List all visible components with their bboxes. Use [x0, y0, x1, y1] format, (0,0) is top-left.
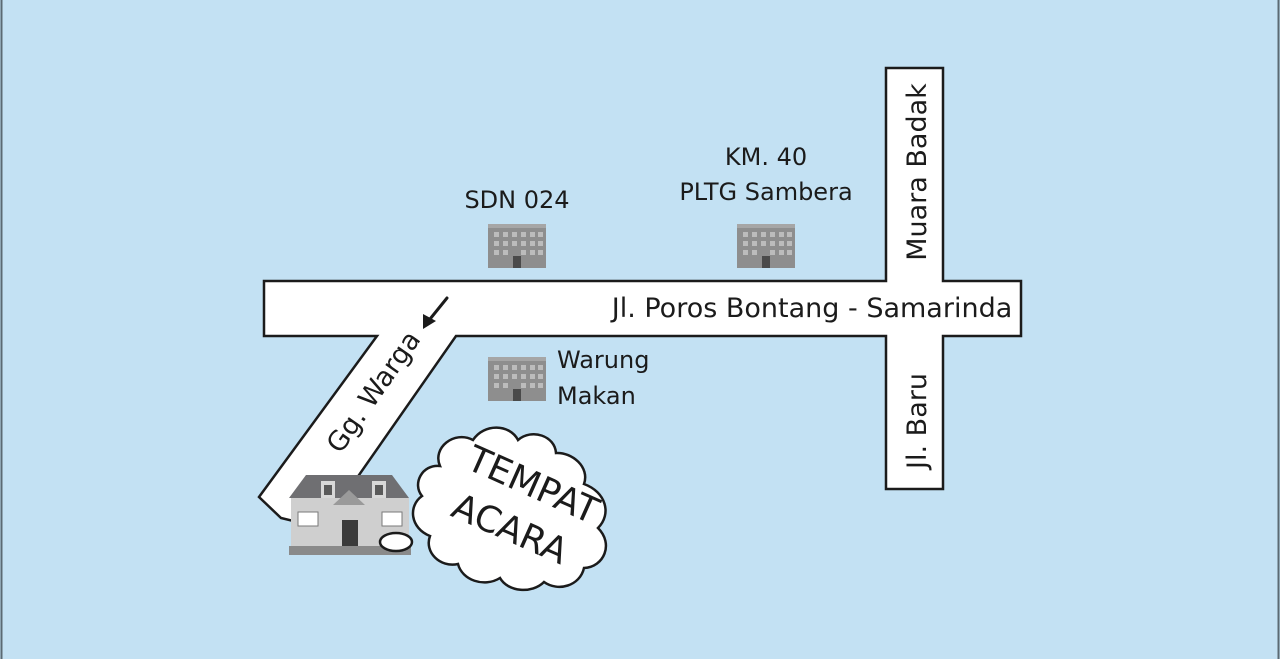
south-road-label: Jl. Baru — [902, 373, 933, 471]
cloud-shape — [411, 426, 608, 591]
road-network — [257, 66, 1023, 530]
direction-arrow-icon — [423, 296, 449, 329]
building-icon — [488, 224, 546, 268]
venue-callout: TEMPAT ACARA — [378, 426, 608, 591]
building-icon — [488, 357, 546, 401]
food-stall-label-line1: Warung — [557, 346, 649, 374]
house-icon — [289, 475, 411, 555]
main-road-label: Jl. Poros Bontang - Samarinda — [610, 293, 1013, 324]
building-icon — [737, 224, 795, 268]
power-plant-label-km: KM. 40 — [725, 143, 807, 171]
school-label: SDN 024 — [464, 186, 569, 214]
north-road-label: Muara Badak — [902, 83, 933, 261]
road-outline — [257, 66, 1023, 530]
food-stall-label-line2: Makan — [557, 382, 636, 410]
power-plant-label-name: PLTG Sambera — [679, 178, 852, 206]
